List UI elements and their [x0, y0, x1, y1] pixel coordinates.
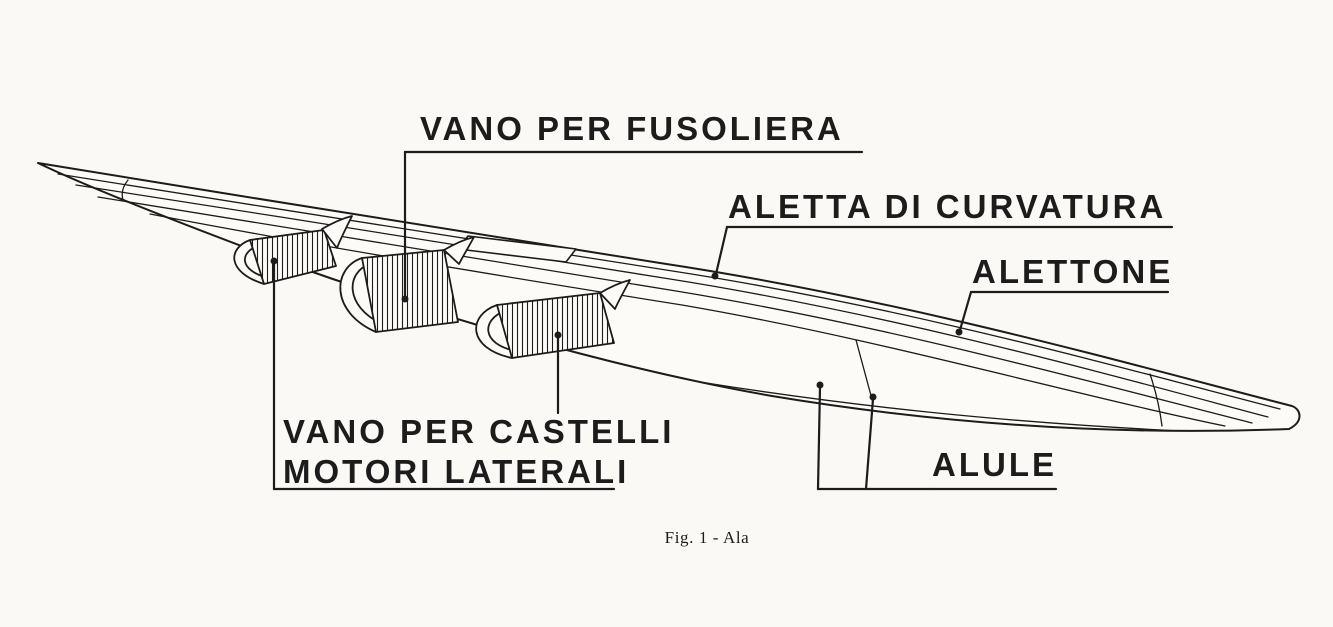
hatched-bays: [249, 229, 615, 359]
leader-lines: [272, 150, 1174, 491]
nacelle-fins: [321, 215, 631, 310]
bay-fuselage: [361, 249, 459, 333]
label-vano-per-castelli-motori-laterali: VANO PER CASTELLI MOTORI LATERALI: [283, 412, 674, 493]
label-vano-per-castelli-line1: VANO PER CASTELLI: [283, 413, 675, 450]
bay-right-engine-mount: [496, 292, 615, 359]
label-vano-per-castelli-line2: MOTORI LATERALI: [283, 453, 630, 491]
label-alettone: ALETTONE: [972, 253, 1174, 290]
bay-left-engine-mount: [249, 229, 337, 285]
label-aletta-di-curvatura: ALETTA DI CURVATURA: [728, 188, 1167, 225]
leader-dots: [270, 257, 963, 401]
label-vano-per-fusoliera: VANO PER FUSOLIERA: [420, 110, 844, 147]
nacelle-collars: [233, 239, 517, 359]
figure-caption: Fig. 1 - Ala: [664, 528, 750, 547]
label-alule: ALULE: [932, 446, 1057, 483]
